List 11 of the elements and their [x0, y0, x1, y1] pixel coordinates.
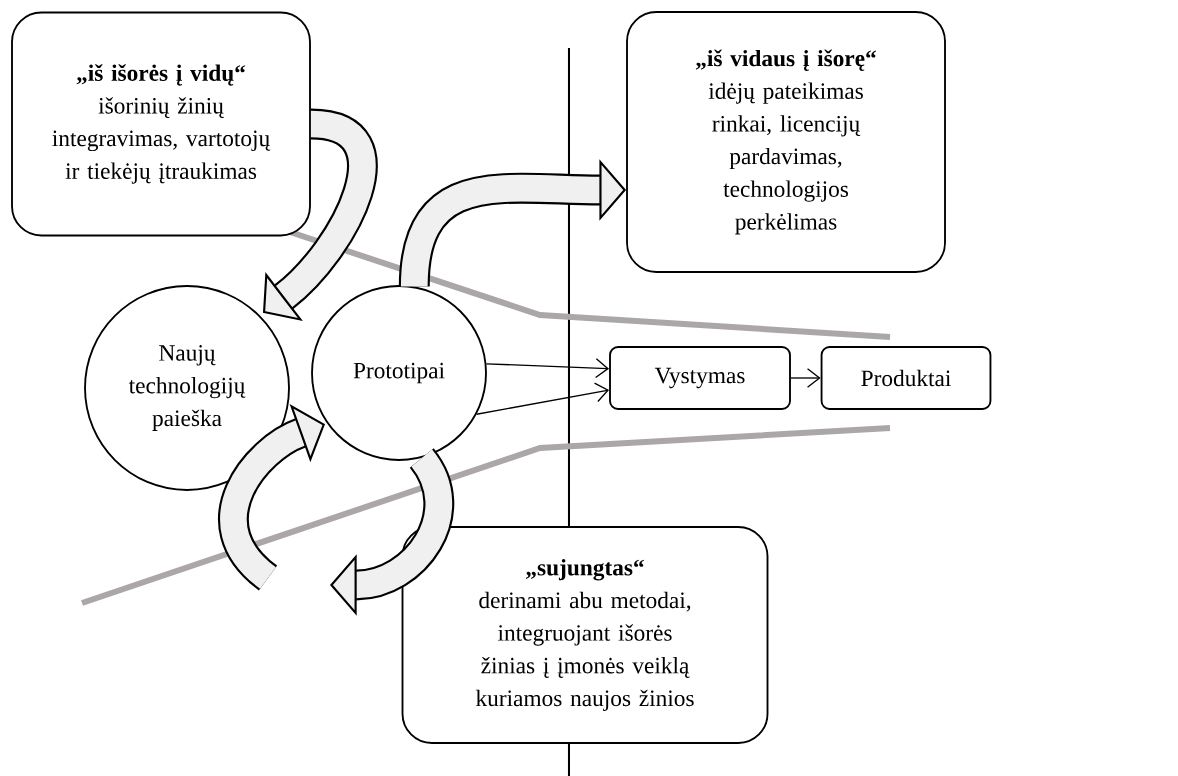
rounded-text-box: „iš vidaus į išorę“ idėjų pateikimas rinkai, licencijų pardavimas, technologijos perkėlimas	[626, 11, 946, 273]
rounded-text-box: „iš išorės į vidų“ išorinių žinių integravimas, vartotojų ir tiekėjų įtraukimas	[11, 11, 311, 237]
curved-block-arrow	[330, 449, 455, 616]
process-box: Produktai	[820, 346, 992, 410]
circle-node: Naujų technologijų paieška	[84, 285, 290, 491]
arrow	[485, 358, 610, 379]
rounded-text-box: „sujungtas“ derinami abu metodai, integruojant išorės žinias į įmonės veiklą kuriamos naujos žinios	[401, 526, 769, 744]
arrow	[790, 368, 821, 388]
arrow	[476, 382, 610, 415]
process-box: Vystymas	[609, 346, 791, 410]
circle-node: Prototipai	[311, 285, 487, 461]
